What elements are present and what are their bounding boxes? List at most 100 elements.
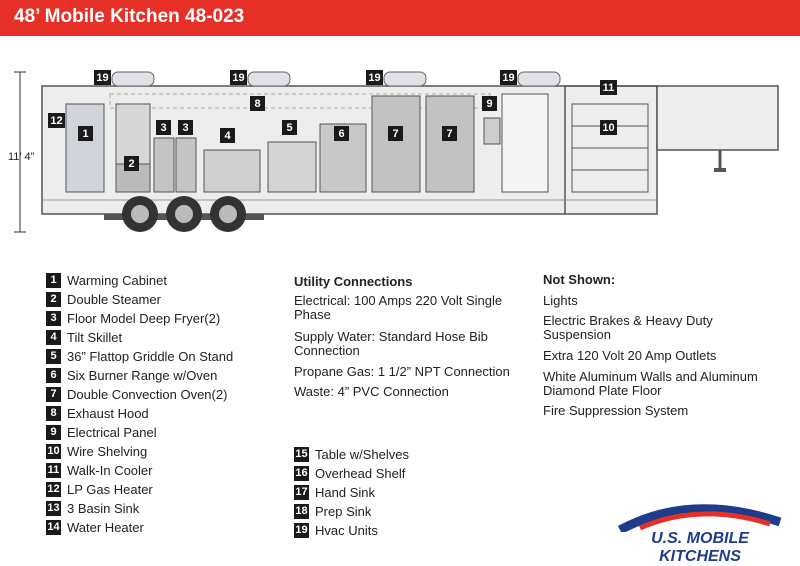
wheels	[104, 196, 264, 232]
trailer-diagram: 11’ 4” 1 2 3 3	[8, 70, 779, 233]
legend-label: Hand Sink	[315, 485, 375, 501]
legend-number: 15	[294, 447, 309, 463]
diagram-label: 19	[232, 72, 244, 84]
diagram-label: 11	[603, 82, 615, 94]
legend-label: Water Heater	[67, 520, 144, 536]
diagram-label: 7	[446, 128, 452, 140]
diagram-label: 7	[392, 128, 398, 140]
griddle	[267, 141, 317, 193]
height-dimension	[14, 71, 26, 233]
diagram-label: 12	[50, 115, 62, 127]
legend-number: 6	[46, 368, 61, 384]
legend-number: 1	[46, 273, 61, 289]
legend-item: 3 Floor Model Deep Fryer(2)	[46, 310, 220, 328]
legend-label: Hvac Units	[315, 523, 378, 539]
hvac-units	[111, 71, 561, 87]
legend-label: Exhaust Hood	[67, 406, 149, 422]
legend-label: Table w/Shelves	[315, 447, 409, 463]
not-shown-item: Electric Brakes & Heavy Duty Suspension	[543, 313, 713, 342]
legend-label: LP Gas Heater	[67, 482, 153, 498]
diagram-label: 8	[254, 98, 260, 110]
diagram-label: 3	[182, 122, 188, 134]
diagram-label: 9	[486, 98, 492, 110]
diagram-label: 19	[96, 72, 108, 84]
diagram-label: 6	[338, 128, 344, 140]
legend-number: 16	[294, 466, 309, 482]
diagram-label: 5	[286, 122, 292, 134]
legend-number: 10	[46, 444, 61, 460]
legend-item: 4 Tilt Skillet	[46, 329, 122, 347]
utility-item: Waste: 4” PVC Connection	[294, 384, 449, 399]
electrical-panel	[483, 117, 501, 145]
legend-item: 17 Hand Sink	[294, 484, 375, 502]
legend-label: 36” Flattop Griddle On Stand	[67, 349, 234, 365]
deep-fryer-b	[175, 137, 197, 193]
convection-oven-a	[371, 95, 421, 193]
legend-label: Floor Model Deep Fryer(2)	[67, 311, 221, 327]
not-shown-item: Extra 120 Volt 20 Amp Outlets	[543, 348, 717, 363]
legend-item: 11 Walk-In Cooler	[46, 462, 152, 480]
legend-label: Overhead Shelf	[315, 466, 406, 482]
utility-item: Propane Gas: 1 1/2” NPT Connection	[294, 364, 510, 379]
legend-item: 12 LP Gas Heater	[46, 481, 153, 499]
convection-oven-b	[425, 95, 475, 193]
equipment-legend-2: 15 Table w/Shelves 16 Overhead Shelf 17 Han…	[294, 446, 494, 546]
legend-label: Double Convection Oven(2)	[67, 387, 228, 403]
legend-item: 16 Overhead Shelf	[294, 465, 405, 483]
walk-in-door	[501, 93, 549, 193]
legend-label: Wire Shelving	[67, 444, 148, 460]
not-shown-heading: Not Shown:	[543, 272, 616, 287]
legend-item: 2 Double Steamer	[46, 291, 161, 309]
legend-number: 3	[46, 311, 61, 327]
diagram-label: 1	[82, 128, 88, 140]
legend-item: 13 3 Basin Sink	[46, 500, 139, 518]
equipment-legend: 1 Warming Cabinet 2 Double Steamer 3 Floor …	[46, 272, 286, 542]
legend-item: 1 Warming Cabinet	[46, 272, 167, 290]
logo-swoosh-icon	[617, 504, 782, 532]
not-shown-item: White Aluminum Walls and Aluminum Diamon…	[543, 369, 758, 398]
utility-item: Supply Water: Standard Hose Bib Connecti…	[294, 329, 488, 358]
legend-number: 14	[46, 520, 61, 536]
legend-number: 2	[46, 292, 61, 308]
legend-label: 3 Basin Sink	[67, 501, 140, 517]
legend-item: 10 Wire Shelving	[46, 443, 147, 461]
legend-label: Prep Sink	[315, 504, 372, 520]
page-title: 48’ Mobile Kitchen 48-023	[14, 6, 245, 27]
not-shown-item: Fire Suppression System	[543, 403, 689, 418]
legend-number: 17	[294, 485, 309, 501]
gooseneck	[565, 85, 779, 151]
legend-number: 11	[46, 463, 61, 479]
diagram-label: 10	[602, 122, 614, 134]
height-label: 11’ 4”	[8, 151, 35, 163]
diagram-label: 2	[128, 158, 134, 170]
diagram-number-labels: 1 2 3 3 4 5 6 7 7 8 9 10 11 12 19 19 19 …	[48, 70, 617, 171]
legend-number: 5	[46, 349, 61, 365]
diagram-label: 19	[368, 72, 380, 84]
legend-label: Double Steamer	[67, 292, 161, 308]
tilt-skillet	[203, 149, 261, 193]
legend-label: Walk-In Cooler	[67, 463, 153, 479]
legend-number: 4	[46, 330, 61, 346]
diagram-label: 3	[160, 122, 166, 134]
legend-number: 7	[46, 387, 61, 403]
legend-number: 13	[46, 501, 61, 517]
legend-label: Six Burner Range w/Oven	[67, 368, 218, 384]
legend-number: 12	[46, 482, 61, 498]
range	[319, 123, 367, 193]
deep-fryer-a	[153, 137, 175, 193]
utility-heading: Utility Connections	[294, 274, 413, 289]
not-shown-item: Lights	[543, 293, 578, 308]
legend-item: 6 Six Burner Range w/Oven	[46, 367, 217, 385]
legend-label: Warming Cabinet	[67, 273, 167, 289]
legend-number: 9	[46, 425, 61, 441]
legend-label: Tilt Skillet	[67, 330, 123, 346]
warming-cabinet	[65, 103, 105, 193]
legend-item: 14 Water Heater	[46, 519, 144, 537]
utility-item: Electrical: 100 Amps 220 Volt Single Pha…	[294, 293, 503, 322]
logo-text: U.S. MOBILE KITCHENS	[651, 530, 749, 565]
diagram-label: 19	[502, 72, 514, 84]
